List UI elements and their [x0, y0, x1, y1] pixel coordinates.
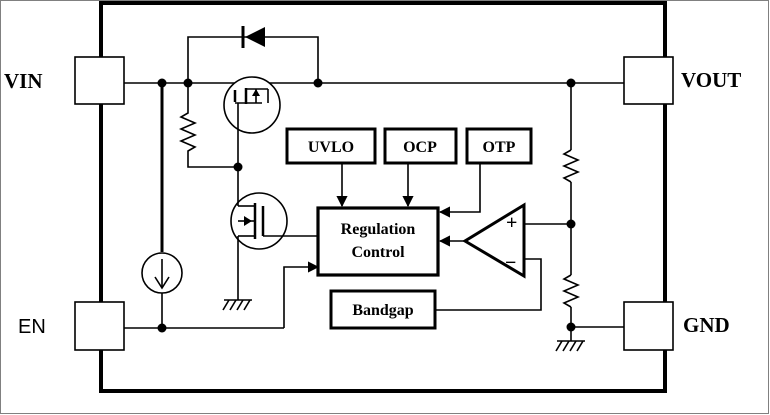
bandgap-label: Bandgap	[352, 302, 413, 319]
en-label: EN	[18, 316, 46, 338]
vin-label: VIN	[4, 69, 43, 93]
otp-block	[465, 127, 533, 165]
feedback-divider	[561, 83, 581, 341]
body-diode	[187, 26, 319, 83]
driver-nmos-transistor	[230, 167, 318, 300]
error-amplifier	[438, 202, 526, 279]
vout-pin-box	[623, 56, 674, 105]
en-pin-box	[74, 301, 125, 351]
divider-ground-symbol	[555, 340, 585, 352]
gnd-label: GND	[683, 313, 730, 337]
regulation-label-1: Regulation	[341, 221, 416, 238]
amp-plus-label: +	[506, 212, 517, 234]
vout-label: VOUT	[681, 68, 741, 92]
node-en	[157, 323, 167, 333]
bandgap-to-amp	[435, 258, 542, 311]
otp-label: OTP	[483, 139, 516, 156]
ic-package	[99, 1, 667, 393]
otp-to-control	[438, 163, 481, 218]
node-gnd	[566, 322, 576, 332]
gnd-pin-box	[623, 301, 674, 351]
bandgap-block	[329, 289, 437, 330]
regulation-control-block	[316, 206, 440, 277]
en-to-control	[283, 261, 320, 328]
ocp-label: OCP	[403, 139, 437, 156]
amp-minus-label: −	[505, 252, 516, 274]
vin-pin-box	[74, 56, 125, 105]
en-current-source	[141, 83, 183, 328]
uvlo-block	[285, 127, 377, 165]
uvlo-label: UVLO	[308, 139, 354, 156]
regulation-label-2: Control	[351, 244, 405, 261]
pass-pmos-transistor	[223, 76, 281, 167]
ocp-block	[383, 127, 458, 165]
node-feedback	[566, 219, 576, 229]
driver-ground-symbol	[222, 299, 252, 311]
